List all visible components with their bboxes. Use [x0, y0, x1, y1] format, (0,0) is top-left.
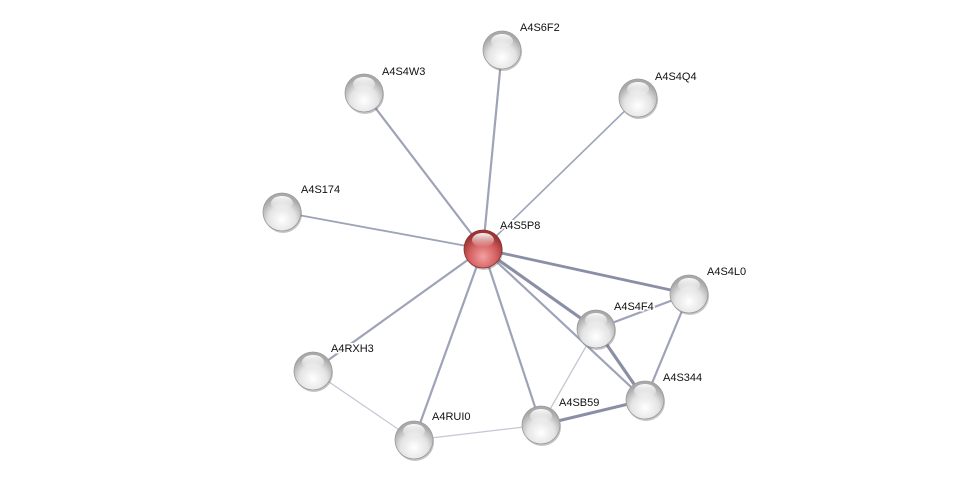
node-A4S5P8[interactable]: A4S5P8: [463, 219, 542, 270]
node-label: A4S4Q4: [655, 71, 697, 83]
edge-A4S5P8-A4S4F4[interactable]: [482, 247, 597, 331]
node-A4S4Q4[interactable]: A4S4Q4: [618, 70, 698, 119]
node-label: A4S5P8: [500, 220, 540, 232]
node-label: A4S174: [301, 184, 340, 196]
edge-A4RXH3-A4RUI0[interactable]: [312, 370, 415, 441]
edge-A4S5P8-A4S6F2[interactable]: [481, 49, 504, 250]
node-A4S4F4[interactable]: A4S4F4: [576, 300, 655, 350]
node-A4RUI0[interactable]: A4RUI0: [394, 410, 472, 461]
node-label: A4S6F2: [520, 22, 560, 34]
edge-A4S5P8-A4S4Q4[interactable]: [482, 97, 639, 250]
node-label: A4S344: [663, 372, 702, 384]
node-A4S6F2[interactable]: A4S6F2: [482, 21, 561, 71]
node-label: A4SB59: [559, 397, 599, 409]
node-label: A4RXH3: [331, 343, 374, 355]
edge-A4S5P8-A4RUI0[interactable]: [412, 248, 485, 441]
node-A4S344[interactable]: A4S344: [625, 371, 704, 421]
edge-A4RUI0-A4SB59[interactable]: [413, 424, 542, 441]
node-label: A4S4W3: [382, 66, 425, 78]
edge-A4S5P8-A4S174[interactable]: [281, 211, 484, 250]
edge-A4S5P8-A4RXH3[interactable]: [312, 248, 484, 372]
node-A4SB59[interactable]: A4SB59: [521, 396, 601, 446]
node-label: A4S4L0: [707, 266, 746, 278]
edge-A4S5P8-A4S344[interactable]: [482, 248, 646, 401]
edge-A4S5P8-A4SB59[interactable]: [481, 248, 543, 426]
node-A4S4L0[interactable]: A4S4L0: [669, 265, 748, 315]
edge-A4S5P8-A4S4L0[interactable]: [482, 247, 690, 296]
node-A4RXH3[interactable]: A4RXH3: [293, 342, 375, 392]
node-label: A4RUI0: [432, 411, 471, 423]
node-A4S4W3[interactable]: A4S4W3: [344, 65, 427, 114]
node-A4S174[interactable]: A4S174: [262, 183, 342, 233]
node-label: A4S4F4: [614, 301, 654, 313]
edge-A4S5P8-A4S4W3[interactable]: [363, 92, 484, 250]
